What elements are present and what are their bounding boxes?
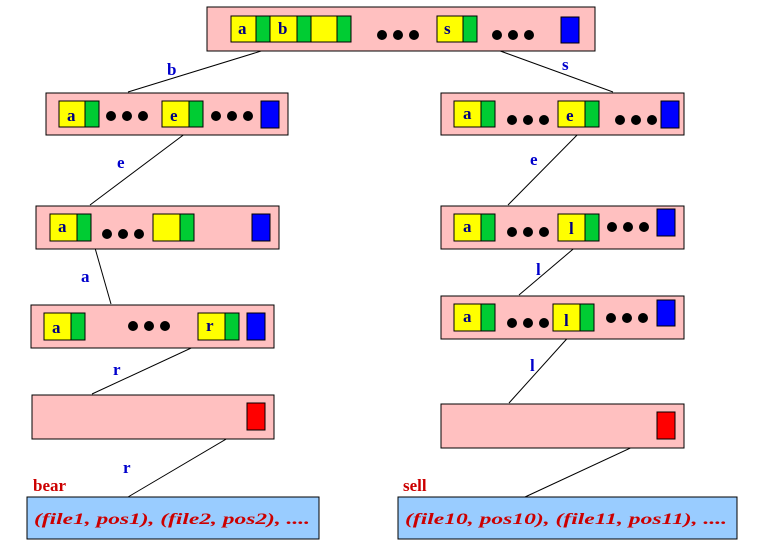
right-node-level1: a e — [440, 92, 685, 136]
root-key-a: a — [238, 19, 247, 38]
right-posting-text: (file10, pos10), (file11, pos11), .... — [405, 511, 727, 528]
right-l3-key-l: l — [564, 311, 569, 330]
left-node-level1: a e — [45, 92, 289, 136]
right-leaf-pointer — [656, 411, 676, 440]
root-node: a b s — [206, 6, 596, 52]
right-node-level3: a l — [440, 295, 685, 340]
edge-label-left-e: e — [117, 153, 125, 172]
right-leaf-node — [440, 403, 685, 449]
left-word-label: bear — [33, 476, 67, 495]
root-key-b: b — [278, 19, 287, 38]
edge-label-left-a: a — [81, 267, 90, 286]
edge-label-b: b — [167, 60, 176, 79]
root-key-s: s — [444, 19, 451, 38]
edge-label-s: s — [562, 55, 569, 74]
edge-label-right-l1: l — [536, 260, 541, 279]
edge-label-right-e: e — [530, 150, 538, 169]
left-l3-key-a: a — [52, 318, 61, 337]
edge-right-e — [507, 126, 586, 206]
left-posting-list: (file1, pos1), (file2, pos2), .... — [26, 496, 320, 540]
left-node-level2: a — [35, 205, 280, 250]
right-l1-key-e: e — [566, 106, 574, 125]
edge-left-e — [89, 126, 195, 206]
left-l3-key-r: r — [206, 316, 214, 335]
edge-label-left-r1: r — [113, 360, 121, 379]
right-posting-list: (file10, pos10), (file11, pos11), .... — [397, 496, 738, 540]
right-l1-key-a: a — [463, 104, 472, 123]
right-node-level2: a l — [440, 205, 685, 250]
left-l1-key-e: e — [170, 106, 178, 125]
right-word-label: sell — [403, 476, 427, 495]
right-l3-key-a: a — [463, 307, 472, 326]
right-l2-key-a: a — [463, 217, 472, 236]
left-leaf-pointer — [246, 402, 266, 431]
edge-label-right-l2: l — [530, 356, 535, 375]
left-l1-key-a: a — [67, 106, 76, 125]
left-posting-text: (file1, pos1), (file2, pos2), .... — [34, 511, 310, 528]
edge-label-left-r2: r — [123, 458, 131, 477]
left-node-level3: a r — [30, 304, 275, 349]
left-leaf-node — [31, 394, 275, 440]
root-next-pointer — [560, 16, 580, 44]
right-l2-key-l: l — [569, 219, 574, 238]
left-l2-key-a: a — [58, 217, 67, 236]
